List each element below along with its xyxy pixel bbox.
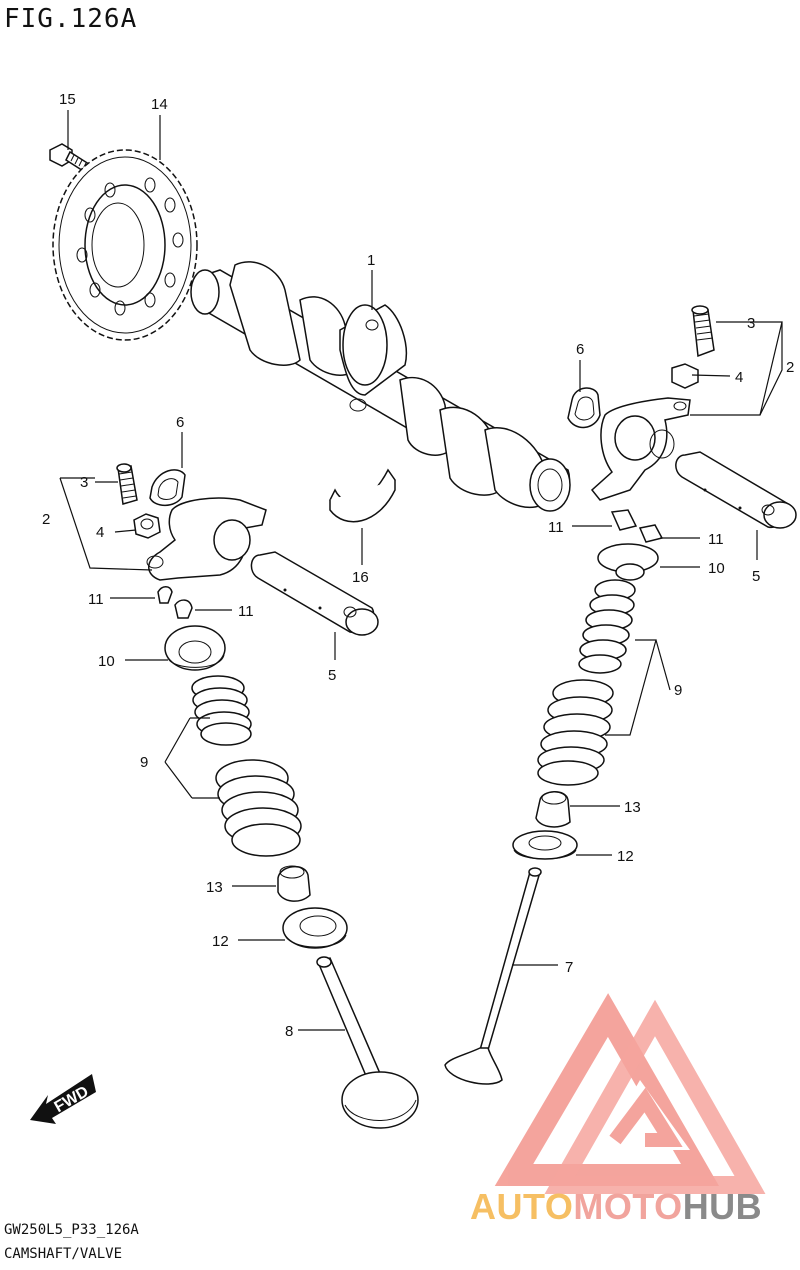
callout-4-left: 4 bbox=[96, 524, 104, 541]
callout-9-left: 9 bbox=[140, 754, 148, 771]
part-2-left-rocker-arm bbox=[146, 497, 267, 581]
callout-8: 8 bbox=[285, 1023, 293, 1040]
callout-14: 14 bbox=[151, 96, 168, 113]
part-2-right-rocker-arm bbox=[590, 397, 691, 501]
callout-labels: 15 14 1 6 3 4 2 6 3 2 4 11 11 11 11 10 1… bbox=[42, 91, 794, 1040]
watermark-logo-icon bbox=[494, 993, 766, 1194]
part-9-left-springs bbox=[191, 675, 302, 857]
part-10-left-retainer bbox=[164, 625, 226, 671]
part-1-camshaft bbox=[190, 261, 571, 512]
part-4-right-nut bbox=[671, 363, 699, 389]
callout-9-right: 9 bbox=[674, 682, 682, 699]
part-16-plug bbox=[329, 468, 396, 523]
callout-3-left: 3 bbox=[80, 474, 88, 491]
callout-11-left-b: 11 bbox=[238, 603, 254, 620]
callout-11-right-a: 11 bbox=[548, 519, 564, 536]
callout-1: 1 bbox=[367, 252, 375, 269]
callout-6-right: 6 bbox=[576, 341, 584, 358]
part-11-cotters bbox=[157, 509, 664, 619]
part-13-left-seal bbox=[277, 865, 311, 902]
callout-11-right-b: 11 bbox=[708, 531, 724, 548]
callout-7: 7 bbox=[565, 959, 573, 976]
callout-6-left: 6 bbox=[176, 414, 184, 431]
figure-title: FIG.126A bbox=[4, 4, 138, 34]
brand-wordmark: AUTOMOTOHUB bbox=[470, 1186, 762, 1228]
part-7-exhaust-valve bbox=[444, 867, 542, 1085]
part-14-sprocket bbox=[52, 149, 198, 341]
brand-part-hub: HUB bbox=[682, 1186, 763, 1227]
part-3-right-adjuster bbox=[691, 305, 715, 358]
callout-16: 16 bbox=[352, 569, 369, 586]
callout-4-right: 4 bbox=[735, 369, 743, 386]
callout-5-left: 5 bbox=[328, 667, 336, 684]
part-4-left-nut bbox=[133, 513, 161, 539]
callout-10-right: 10 bbox=[708, 560, 725, 577]
brand-part-auto: AUTO bbox=[470, 1186, 574, 1227]
callout-10-left: 10 bbox=[98, 653, 115, 670]
part-3-left-adjuster bbox=[116, 463, 138, 505]
callout-2-left: 2 bbox=[42, 511, 50, 528]
part-5-left-shaft bbox=[250, 551, 379, 636]
footer-model-code: GW250L5_P33_126A bbox=[4, 1222, 139, 1238]
leader-lines bbox=[59, 110, 783, 1031]
part-13-right-seal bbox=[535, 791, 571, 828]
callout-15: 15 bbox=[59, 91, 76, 108]
callout-12-left: 12 bbox=[212, 933, 229, 950]
callout-5-right: 5 bbox=[752, 568, 760, 585]
callout-13-right: 13 bbox=[624, 799, 641, 816]
part-10-right-retainer bbox=[597, 543, 659, 581]
footer-section-name: CAMSHAFT/VALVE bbox=[4, 1246, 123, 1262]
fwd-arrow-icon: FWD bbox=[30, 1074, 96, 1124]
part-8-intake-valve bbox=[316, 956, 419, 1129]
callout-3-right: 3 bbox=[747, 315, 755, 332]
callout-11-left-a: 11 bbox=[88, 591, 104, 608]
part-12-right-seat bbox=[512, 830, 578, 860]
brand-part-moto: MOTO bbox=[573, 1186, 683, 1227]
part-12-left-seat bbox=[282, 907, 348, 949]
part-6-left-retainer bbox=[149, 469, 186, 507]
part-6-right-retainer bbox=[567, 387, 601, 429]
callout-2-right: 2 bbox=[786, 359, 794, 376]
part-9-right-springs bbox=[537, 579, 636, 786]
part-5-right-shaft bbox=[675, 451, 797, 529]
callout-12-right: 12 bbox=[617, 848, 634, 865]
callout-13-left: 13 bbox=[206, 879, 223, 896]
